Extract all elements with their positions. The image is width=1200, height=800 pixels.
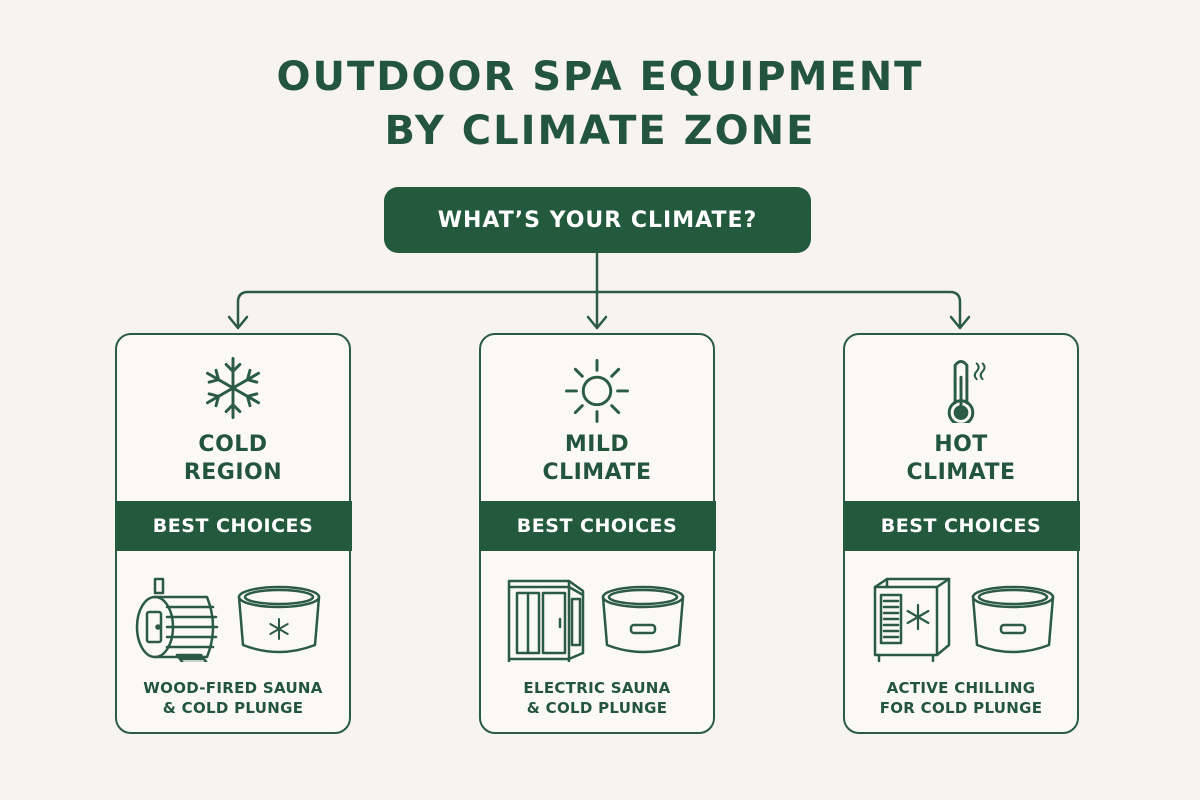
arrowhead-center (586, 315, 608, 330)
climate-question-box: WHAT’S YOUR CLIMATE? (384, 187, 811, 253)
cold-plunge-tub-icon (237, 585, 321, 654)
climate-question-label: WHAT’S YOUR CLIMATE? (437, 207, 758, 233)
best-choices-band: BEST CHOICES (842, 501, 1080, 551)
recommendation-line-2: & COLD PLUNGE (162, 699, 304, 717)
zone-name-hot: HOT CLIMATE (845, 431, 1077, 487)
zone-card-cold: COLD REGION BEST CHOICES (114, 333, 352, 734)
sun-icon (565, 359, 629, 423)
recommendation-cold: WOOD-FIRED SAUNA & COLD PLUNGE (117, 678, 349, 718)
page-title: OUTDOOR SPA EQUIPMENT BY CLIMATE ZONE (0, 50, 1200, 158)
zone-name-line-2: CLIMATE (906, 460, 1016, 485)
zone-name-line-1: COLD (198, 432, 268, 457)
zone-name-line-1: MILD (564, 432, 630, 457)
cold-plunge-tub-icon (971, 585, 1055, 654)
recommendation-hot: ACTIVE CHILLING FOR COLD PLUNGE (845, 678, 1077, 718)
barrel-sauna-icon (135, 577, 219, 662)
hot-equipment-illustration (873, 577, 1055, 662)
recommendation-line-1: WOOD-FIRED SAUNA (143, 679, 323, 697)
title-line-1: OUTDOOR SPA EQUIPMENT (276, 54, 924, 100)
recommendation-line-1: ELECTRIC SAUNA (523, 679, 671, 697)
cabin-sauna-icon (507, 579, 585, 662)
best-choices-label: BEST CHOICES (152, 515, 314, 537)
cold-equipment-illustration (135, 577, 321, 662)
zone-card-hot: HOT CLIMATE BEST CHOICES (842, 333, 1080, 734)
recommendation-mild: ELECTRIC SAUNA & COLD PLUNGE (481, 678, 713, 718)
recommendation-line-2: FOR COLD PLUNGE (879, 699, 1043, 717)
best-choices-band: BEST CHOICES (478, 501, 716, 551)
cold-plunge-tub-icon (601, 585, 685, 654)
thermometer-icon (947, 360, 986, 423)
zone-name-mild: MILD CLIMATE (481, 431, 713, 487)
recommendation-line-2: & COLD PLUNGE (526, 699, 668, 717)
zone-name-line-2: REGION (183, 460, 283, 485)
title-line-2: BY CLIMATE ZONE (384, 108, 816, 154)
zone-name-line-2: CLIMATE (542, 460, 652, 485)
zone-name-cold: COLD REGION (117, 431, 349, 487)
zone-name-line-1: HOT (934, 432, 988, 457)
best-choices-label: BEST CHOICES (880, 515, 1042, 537)
recommendation-line-1: ACTIVE CHILLING (886, 679, 1036, 697)
arrowhead-right (949, 315, 971, 330)
connector-branch (236, 290, 962, 328)
chiller-unit-icon (873, 577, 951, 662)
zone-card-mild: MILD CLIMATE BEST CHOICES (478, 333, 716, 734)
snowflake-icon (205, 357, 261, 419)
mild-equipment-illustration (507, 579, 685, 662)
best-choices-label: BEST CHOICES (516, 515, 678, 537)
best-choices-band: BEST CHOICES (114, 501, 352, 551)
arrowhead-left (227, 315, 249, 330)
